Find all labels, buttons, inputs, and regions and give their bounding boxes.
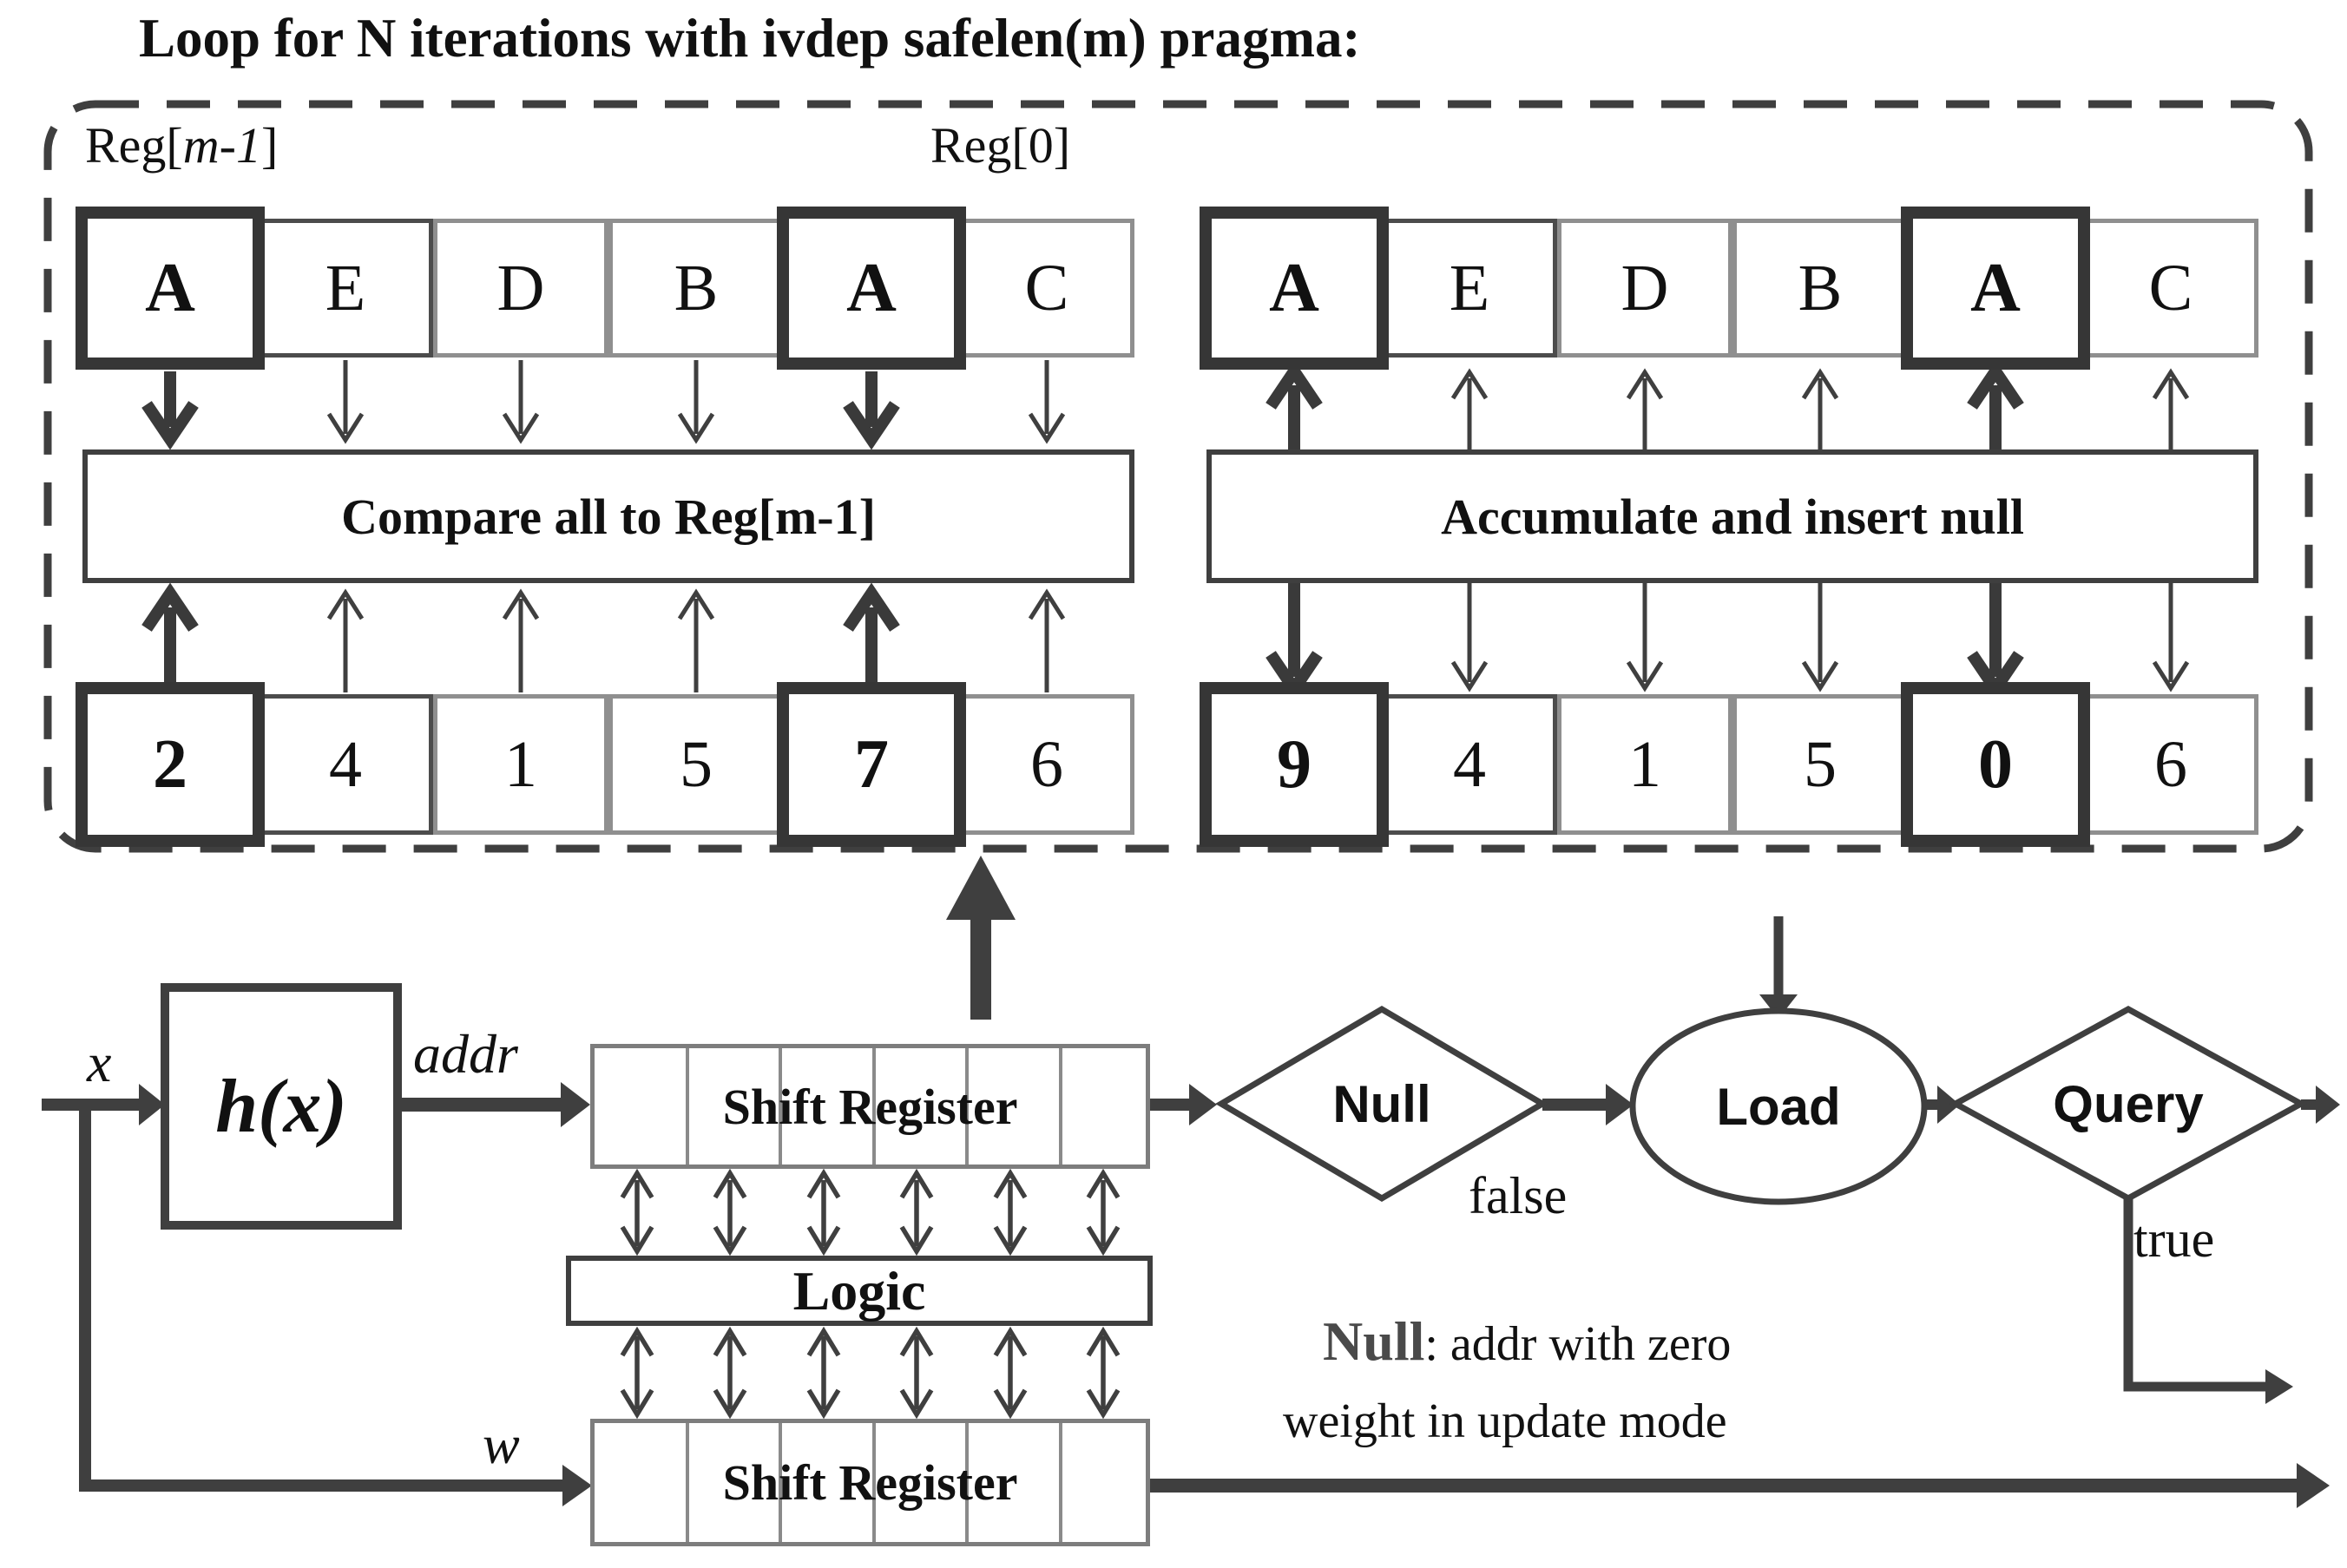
query-diamond-label: Query bbox=[2053, 1075, 2204, 1133]
accumulate-letter-cell: B bbox=[1732, 219, 1908, 358]
compare-number-cell: 1 bbox=[433, 694, 608, 835]
load-top-arrow bbox=[1759, 916, 1798, 1019]
compare-letter-cell: B bbox=[608, 219, 784, 358]
sr-divider bbox=[1059, 1048, 1062, 1165]
compare-box: Compare all to Reg[m-1] bbox=[82, 449, 1134, 583]
compare-number-cell: 7 bbox=[777, 682, 966, 847]
sr-divider bbox=[779, 1048, 782, 1165]
shift-register-top: Shift Register bbox=[590, 1044, 1150, 1169]
null-note: Null: addr with zero weight in update mo… bbox=[1283, 1298, 1977, 1460]
accumulate-number-cell: 0 bbox=[1901, 682, 2090, 847]
accumulate-number-cell: 4 bbox=[1382, 694, 1557, 835]
accumulate-box: Accumulate and insert null bbox=[1206, 449, 2258, 583]
sr-logic-double-arrows bbox=[620, 1168, 1121, 1256]
hash-function-box: h(x) bbox=[161, 983, 402, 1230]
compare-up-arrows bbox=[141, 582, 1066, 692]
reg-m1-var: m-1 bbox=[182, 117, 261, 174]
compare-letter-cell: A bbox=[777, 207, 966, 370]
accumulate-letter-cell: C bbox=[2083, 219, 2258, 358]
shift-register-bottom: Shift Register bbox=[590, 1419, 1150, 1546]
null-to-load-arrow bbox=[1542, 1084, 1634, 1125]
accumulate-down-arrows bbox=[1266, 583, 2190, 700]
accumulate-number-cell: 6 bbox=[2083, 694, 2258, 835]
logic-sr-double-arrows bbox=[620, 1326, 1121, 1420]
accumulate-letter-cell: E bbox=[1382, 219, 1557, 358]
compare-letter-cell: D bbox=[433, 219, 608, 358]
sr-divider bbox=[872, 1048, 876, 1165]
weight-output-arrow bbox=[1150, 1463, 2330, 1508]
false-label: false bbox=[1469, 1167, 1568, 1224]
w-label: w bbox=[483, 1414, 520, 1475]
compare-number-cell: 6 bbox=[959, 694, 1134, 835]
sr-to-null-arrow bbox=[1150, 1084, 1217, 1125]
sr-divider bbox=[872, 1423, 876, 1542]
shift-register-bottom-label: Shift Register bbox=[722, 1454, 1018, 1511]
query-true-arrow bbox=[2123, 1197, 2293, 1404]
load-ellipse bbox=[1629, 1007, 1928, 1205]
reg-m1-label: Reg[m-1] bbox=[85, 116, 278, 174]
accumulate-number-cell: 1 bbox=[1557, 694, 1732, 835]
accumulate-number-cell: 5 bbox=[1732, 694, 1908, 835]
shift-register-top-label: Shift Register bbox=[722, 1078, 1018, 1135]
page-title: Loop for N iterations with ivdep safelen… bbox=[139, 8, 1361, 69]
sr-divider bbox=[779, 1423, 782, 1542]
compare-letter-cell: E bbox=[258, 219, 433, 358]
sr-divider bbox=[965, 1048, 969, 1165]
compare-number-cell: 5 bbox=[608, 694, 784, 835]
accumulate-letter-cell: A bbox=[1200, 207, 1389, 370]
accumulate-up-arrows bbox=[1266, 360, 2190, 449]
true-label: true bbox=[2133, 1210, 2215, 1268]
null-note-line1: Null: addr with zero bbox=[1323, 1298, 1977, 1384]
compare-number-cell: 4 bbox=[258, 694, 433, 835]
compare-number-cell: 2 bbox=[76, 682, 265, 847]
sr-divider bbox=[686, 1423, 689, 1542]
feedback-up-arrow bbox=[946, 856, 1016, 1020]
null-note-term: Null bbox=[1323, 1310, 1425, 1372]
query-out-arrow bbox=[2301, 1086, 2340, 1124]
null-note-line2: weight in update mode bbox=[1283, 1394, 1727, 1449]
compare-letter-cell: A bbox=[76, 207, 265, 370]
reg-m1-prefix: Reg[ bbox=[85, 117, 183, 174]
w-elbow-arrow bbox=[79, 1100, 592, 1506]
x-label: x bbox=[87, 1032, 112, 1093]
query-diamond bbox=[1949, 1006, 2308, 1202]
null-diamond bbox=[1215, 1005, 1548, 1203]
addr-arrow bbox=[402, 1082, 590, 1127]
null-note-rest: : addr with zero bbox=[1424, 1317, 1732, 1371]
accumulate-letter-cell: A bbox=[1901, 207, 2090, 370]
accumulate-letter-cell: D bbox=[1557, 219, 1732, 358]
compare-letter-cell: C bbox=[959, 219, 1134, 358]
accumulate-number-cell: 9 bbox=[1200, 682, 1389, 847]
loop-dashed-border bbox=[43, 100, 2313, 853]
load-ellipse-label: Load bbox=[1716, 1077, 1841, 1136]
sr-divider bbox=[1059, 1423, 1062, 1542]
null-diamond-label: Null bbox=[1332, 1075, 1431, 1133]
sr-divider bbox=[686, 1048, 689, 1165]
addr-label: addr bbox=[413, 1023, 518, 1085]
logic-box: Logic bbox=[566, 1256, 1153, 1326]
sr-divider bbox=[965, 1423, 969, 1542]
compare-down-arrows bbox=[141, 360, 1066, 450]
reg-m1-suffix: ] bbox=[260, 117, 279, 174]
reg-0-label: Reg[0] bbox=[930, 117, 1071, 174]
